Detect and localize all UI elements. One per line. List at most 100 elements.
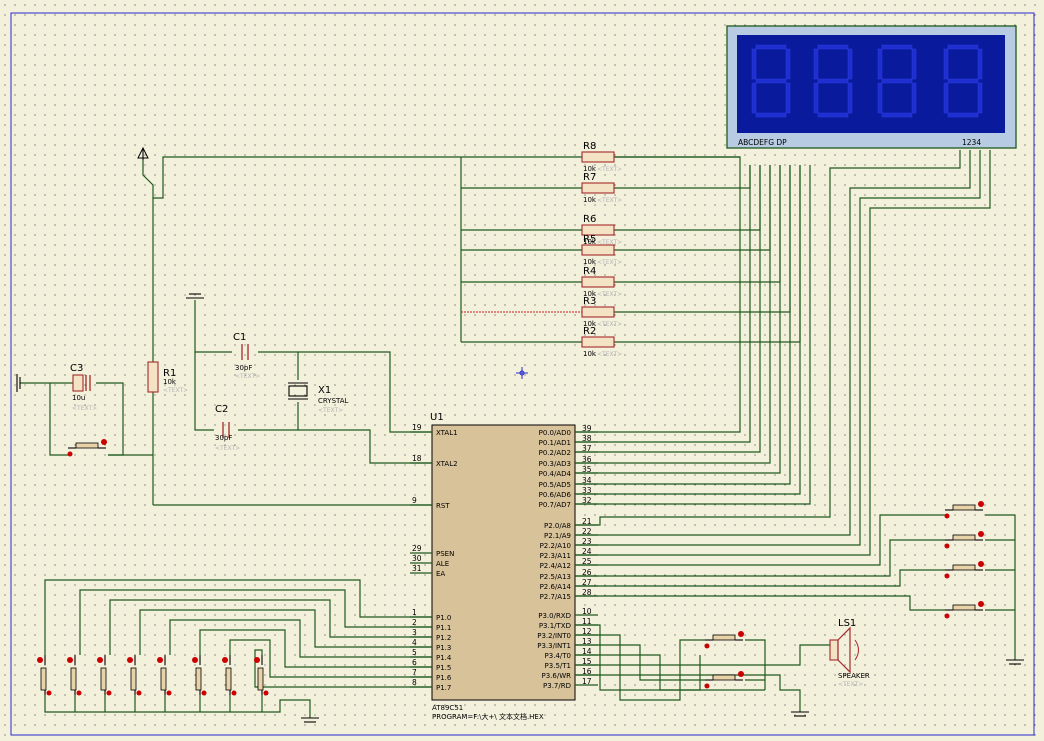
display-digit (751, 44, 791, 118)
resistor-text: <TEXT> (597, 291, 622, 298)
pin-number: 24 (582, 547, 592, 556)
c3-text: <TEXT> (72, 405, 97, 412)
push-button[interactable] (944, 531, 985, 549)
pin-number: 25 (582, 557, 592, 566)
pin-number: 38 (582, 434, 592, 443)
ls1-ref: LS1 (838, 618, 856, 629)
push-button[interactable] (704, 631, 745, 649)
mcu-body (431, 424, 576, 701)
push-button[interactable] (67, 655, 82, 696)
pin-number: 27 (582, 578, 592, 587)
capacitor-c3[interactable]: C3 10u <TEXT> (70, 363, 97, 412)
resistor-ref: R6 (583, 214, 596, 225)
push-button[interactable] (127, 655, 142, 696)
pin-number: 12 (582, 627, 592, 636)
capacitor-c1[interactable]: C1 30pF <TEXT> (233, 332, 260, 380)
pin-name: P2.1/A9 (544, 532, 571, 540)
x1-value: CRYSTAL (318, 397, 349, 405)
pin-number: 32 (582, 496, 592, 505)
mcu-u1[interactable]: U1 AT89C51 PROGRAM=F:\大+\ 文本文档.HEX 19XTA… (410, 412, 598, 721)
push-button[interactable] (97, 655, 112, 696)
pin-name: P0.4/AD4 (539, 470, 572, 478)
pin-name: P3.2/INT0 (537, 632, 571, 640)
push-button[interactable] (192, 655, 207, 696)
crystal-x1[interactable]: X1 CRYSTAL <TEXT> (288, 382, 349, 414)
pin-number: 31 (412, 564, 422, 573)
power-terminal (137, 146, 149, 160)
display-segment (785, 48, 791, 80)
push-button[interactable] (254, 655, 269, 696)
resistor-ref: R5 (583, 234, 596, 245)
resistor-text: <TEXT> (597, 259, 622, 266)
capacitor-c2[interactable]: C2 30pF <TEXT> (215, 404, 240, 452)
pin-number: 7 (412, 668, 417, 677)
pin-name: P1.4 (436, 654, 452, 662)
resistor-body (581, 306, 615, 318)
push-button[interactable] (157, 655, 172, 696)
u1-ref: U1 (430, 412, 444, 423)
pin-number: 11 (582, 617, 592, 626)
push-button[interactable] (222, 655, 237, 696)
push-button[interactable] (37, 655, 52, 696)
u1-part: AT89C51 (432, 704, 463, 712)
push-buttons[interactable] (37, 439, 984, 696)
push-button[interactable] (944, 561, 985, 579)
display-digit (813, 44, 853, 118)
pin-name: P3.7/RD (543, 682, 571, 690)
pin-name: P1.1 (436, 624, 451, 632)
pin-name: P3.4/T0 (545, 652, 571, 660)
mcu-pin-left: 1P1.0 (410, 608, 451, 622)
pin-number: 33 (582, 486, 592, 495)
resistor-text: <TEXT> (597, 351, 622, 358)
resistor-value: 10k (583, 290, 597, 298)
display-segment (847, 48, 853, 80)
pin-number: 35 (582, 465, 592, 474)
pin-name: P3.6/WR (542, 672, 572, 680)
push-button[interactable] (944, 501, 985, 519)
push-button[interactable] (67, 439, 108, 457)
c3-ref: C3 (70, 363, 83, 374)
push-button[interactable] (704, 671, 745, 689)
display-segment (977, 82, 983, 114)
c2-value: 30pF (215, 434, 232, 442)
resistor-r1[interactable]: R1 10k <TEXT> (147, 361, 188, 394)
display-segment (813, 82, 819, 114)
push-button[interactable] (944, 601, 985, 619)
resistor-value: 10k (583, 350, 597, 358)
pin-number: 1 (412, 608, 417, 617)
pin-name: P0.6/AD6 (539, 491, 572, 499)
display-panel (737, 35, 1005, 133)
pin-name: P2.6/A14 (540, 583, 572, 591)
display-segment (813, 48, 819, 80)
c2-ref: C2 (215, 404, 228, 415)
seven-segment-display[interactable]: ABCDEFG DP 1234 (726, 25, 1017, 149)
display-digits (751, 44, 983, 118)
pin-number: 15 (582, 657, 592, 666)
resistor-bank[interactable]: R810k<TEXT>R710k<TEXT>R610k<TEXT>R510k<T… (581, 141, 622, 358)
c2-text: <TEXT> (215, 445, 240, 452)
digit-labels: 1234 (962, 138, 981, 147)
pin-name: P0.5/AD5 (539, 481, 571, 489)
pin-name: EA (436, 570, 445, 578)
speaker-ls1[interactable]: LS1 SPEAKER <TEXT> (829, 618, 870, 688)
pin-name: XTAL2 (436, 460, 458, 468)
resistor-value: 10k (583, 238, 597, 246)
